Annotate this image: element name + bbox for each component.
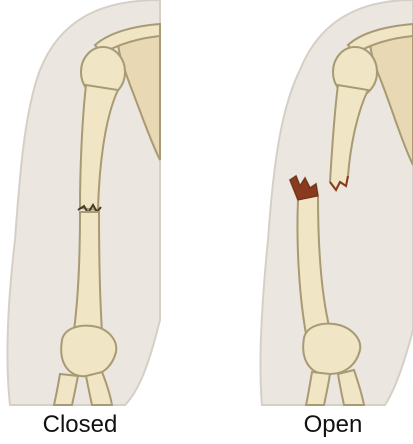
open-fracture-panel — [260, 0, 413, 405]
open-caption: Open — [253, 410, 413, 440]
left-elbow-condyles — [61, 326, 116, 377]
closed-fracture-panel — [8, 0, 160, 405]
right-elbow-condyles — [303, 324, 360, 375]
closed-caption: Closed — [0, 410, 160, 440]
